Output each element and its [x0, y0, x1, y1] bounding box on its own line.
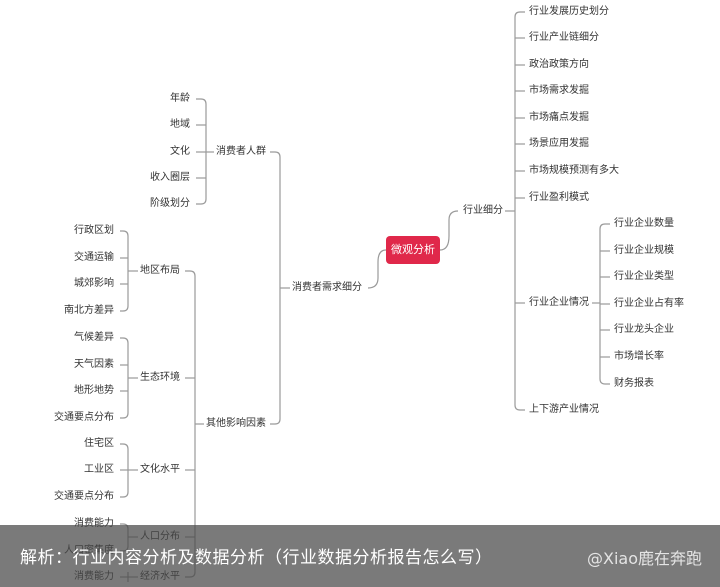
- node-industry-item[interactable]: 行业发展历史划分: [527, 6, 611, 18]
- connector-line: [367, 249, 387, 289]
- connector-line: [270, 418, 281, 425]
- connector-line: [120, 443, 129, 450]
- node-people-item[interactable]: 地域: [168, 119, 192, 131]
- node-enterprise-item[interactable]: 财务报表: [612, 378, 656, 390]
- node-consumer-group[interactable]: 消费者人群: [214, 146, 268, 158]
- node-other-factors[interactable]: 其他影响因素: [204, 418, 268, 430]
- node-industry-item[interactable]: 行业产业链细分: [527, 32, 601, 44]
- node-factor-leaf[interactable]: 行政区划: [72, 225, 116, 237]
- node-enterprise-item[interactable]: 行业企业类型: [612, 271, 676, 283]
- connector-line: [196, 98, 207, 105]
- root-node-micro-analysis[interactable]: 微观分析: [386, 236, 440, 264]
- node-industry-item[interactable]: 场景应用发掘: [527, 138, 591, 150]
- connector-line: [599, 378, 610, 385]
- connector-line: [120, 337, 129, 344]
- node-factor-leaf[interactable]: 城郊影响: [72, 278, 116, 290]
- connector-line: [120, 305, 129, 312]
- node-people-item[interactable]: 文化: [168, 146, 192, 158]
- node-industry-item[interactable]: 市场规模预测有多大: [527, 165, 621, 177]
- connector-line: [185, 270, 196, 277]
- node-industry-item[interactable]: 市场痛点发掘: [527, 112, 591, 124]
- node-factor-region[interactable]: 地区布局: [138, 265, 182, 277]
- node-factor-leaf[interactable]: 天气因素: [72, 359, 116, 371]
- connector-line: [120, 491, 129, 498]
- node-industry-item[interactable]: 市场需求发掘: [527, 85, 591, 97]
- node-factor-leaf[interactable]: 工业区: [82, 464, 116, 476]
- node-factor-leaf[interactable]: 住宅区: [82, 438, 116, 450]
- node-upstream-downstream[interactable]: 上下游产业情况: [527, 404, 601, 416]
- connector-line: [514, 404, 525, 411]
- node-people-item[interactable]: 收入圈层: [148, 172, 192, 184]
- node-enterprise-item[interactable]: 行业企业规模: [612, 245, 676, 257]
- node-industry-item[interactable]: 行业盈利模式: [527, 192, 591, 204]
- node-industry-item[interactable]: 政治政策方向: [527, 59, 591, 71]
- node-enterprise-item[interactable]: 行业企业数量: [612, 218, 676, 230]
- connector-line: [196, 198, 207, 205]
- connector-line: [120, 412, 129, 419]
- node-consumer-demand[interactable]: 消费者需求细分: [290, 282, 364, 294]
- watermark: @Xiao鹿在奔跑: [586, 549, 702, 568]
- node-people-item[interactable]: 阶级划分: [148, 198, 192, 210]
- node-factor-leaf[interactable]: 交通要点分布: [52, 491, 116, 503]
- node-factor-leaf[interactable]: 南北方差异: [62, 305, 116, 317]
- connector-line: [439, 210, 459, 251]
- connector-line: [270, 151, 281, 158]
- node-factor-leaf[interactable]: 交通要点分布: [52, 412, 116, 424]
- caption-bar: 解析：行业内容分析及数据分析（行业数据分析报告怎么写） @Xiao鹿在奔跑: [0, 525, 720, 587]
- node-factor-leaf[interactable]: 气候差异: [72, 332, 116, 344]
- node-factor-leaf[interactable]: 地形地势: [72, 385, 116, 397]
- connector-line: [514, 11, 525, 18]
- node-people-item[interactable]: 年龄: [168, 93, 192, 105]
- node-factor-culture[interactable]: 文化水平: [138, 464, 182, 476]
- node-factor-ecology[interactable]: 生态环境: [138, 372, 182, 384]
- connector-line: [599, 223, 610, 230]
- node-enterprise-item[interactable]: 行业龙头企业: [612, 324, 676, 336]
- node-factor-leaf[interactable]: 交通运输: [72, 252, 116, 264]
- node-enterprise-item[interactable]: 市场增长率: [612, 351, 666, 363]
- node-industry-segment[interactable]: 行业细分: [461, 205, 505, 217]
- connector-line: [120, 230, 129, 237]
- node-enterprise-item[interactable]: 行业企业占有率: [612, 298, 686, 310]
- caption-text: 解析：行业内容分析及数据分析（行业数据分析报告怎么写）: [20, 548, 493, 568]
- node-enterprise-status[interactable]: 行业企业情况: [527, 297, 591, 309]
